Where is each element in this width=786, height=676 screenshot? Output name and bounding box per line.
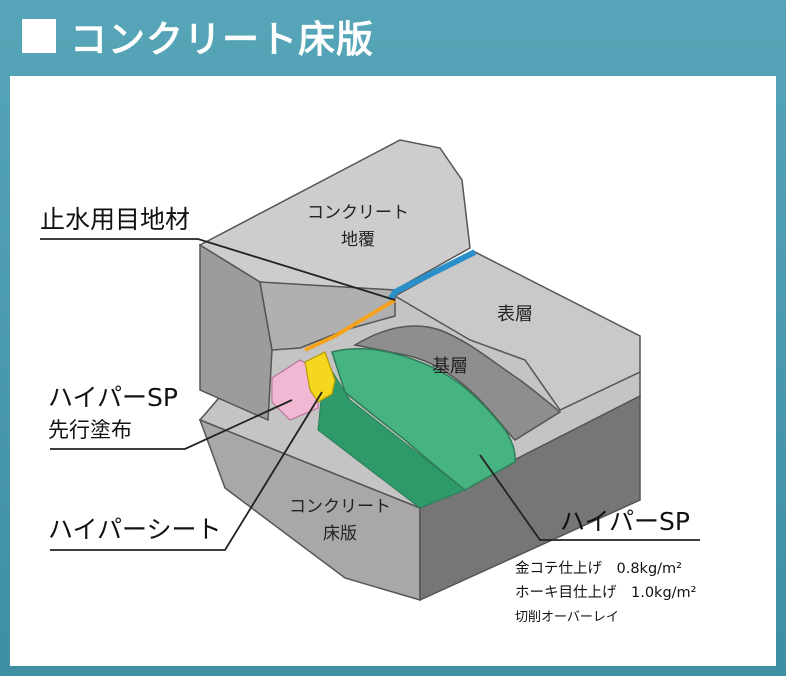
label-surface: 表層 (497, 304, 533, 325)
base-layer (352, 325, 562, 441)
green-layer-side (317, 358, 466, 509)
leader-hyper-sp (479, 454, 700, 541)
label-slab-2: 床版 (323, 524, 357, 544)
diagram-panel: コンクリート 地覆 表層 基層 コンクリート 床版 止水用目地材 ハイパーSP … (10, 76, 776, 666)
slab-front-face (419, 394, 641, 602)
square-icon (22, 19, 56, 53)
label-spec-2: ホーキ目仕上げ 1.0kg/m² (515, 584, 696, 601)
leader-sheet (50, 391, 323, 551)
label-sheet: ハイパーシート (48, 515, 222, 544)
label-precoat-1: ハイパーSP (48, 383, 178, 412)
label-base: 基層 (432, 356, 468, 377)
label-joint: 止水用目地材 (40, 205, 190, 234)
page-title: コンクリート床版 (22, 10, 374, 62)
yellow-sheet (304, 351, 336, 403)
page-title-text: コンクリート床版 (70, 18, 374, 61)
label-cover-2: 地覆 (341, 230, 375, 250)
green-layer (331, 348, 516, 491)
slab-left-face (198, 418, 421, 602)
label-spec-1: 金コテ仕上げ 0.8kg/m² (515, 560, 682, 577)
surface-layer (393, 251, 641, 411)
blue-joint (387, 249, 477, 302)
label-spec-3: 切削オーバーレイ (515, 610, 619, 625)
label-slab-1: コンクリート (289, 497, 391, 517)
leader-precoat (50, 399, 293, 450)
label-precoat-2: 先行塗布 (48, 418, 132, 442)
label-hyper-sp: ハイパーSP (560, 507, 690, 536)
leader-joint (40, 238, 396, 301)
cross-section-diagram: コンクリート 地覆 表層 基層 コンクリート 床版 止水用目地材 ハイパーSP … (40, 139, 700, 625)
label-cover-1: コンクリート (307, 203, 409, 223)
pink-precoat (271, 359, 319, 421)
orange-joint (304, 298, 397, 352)
